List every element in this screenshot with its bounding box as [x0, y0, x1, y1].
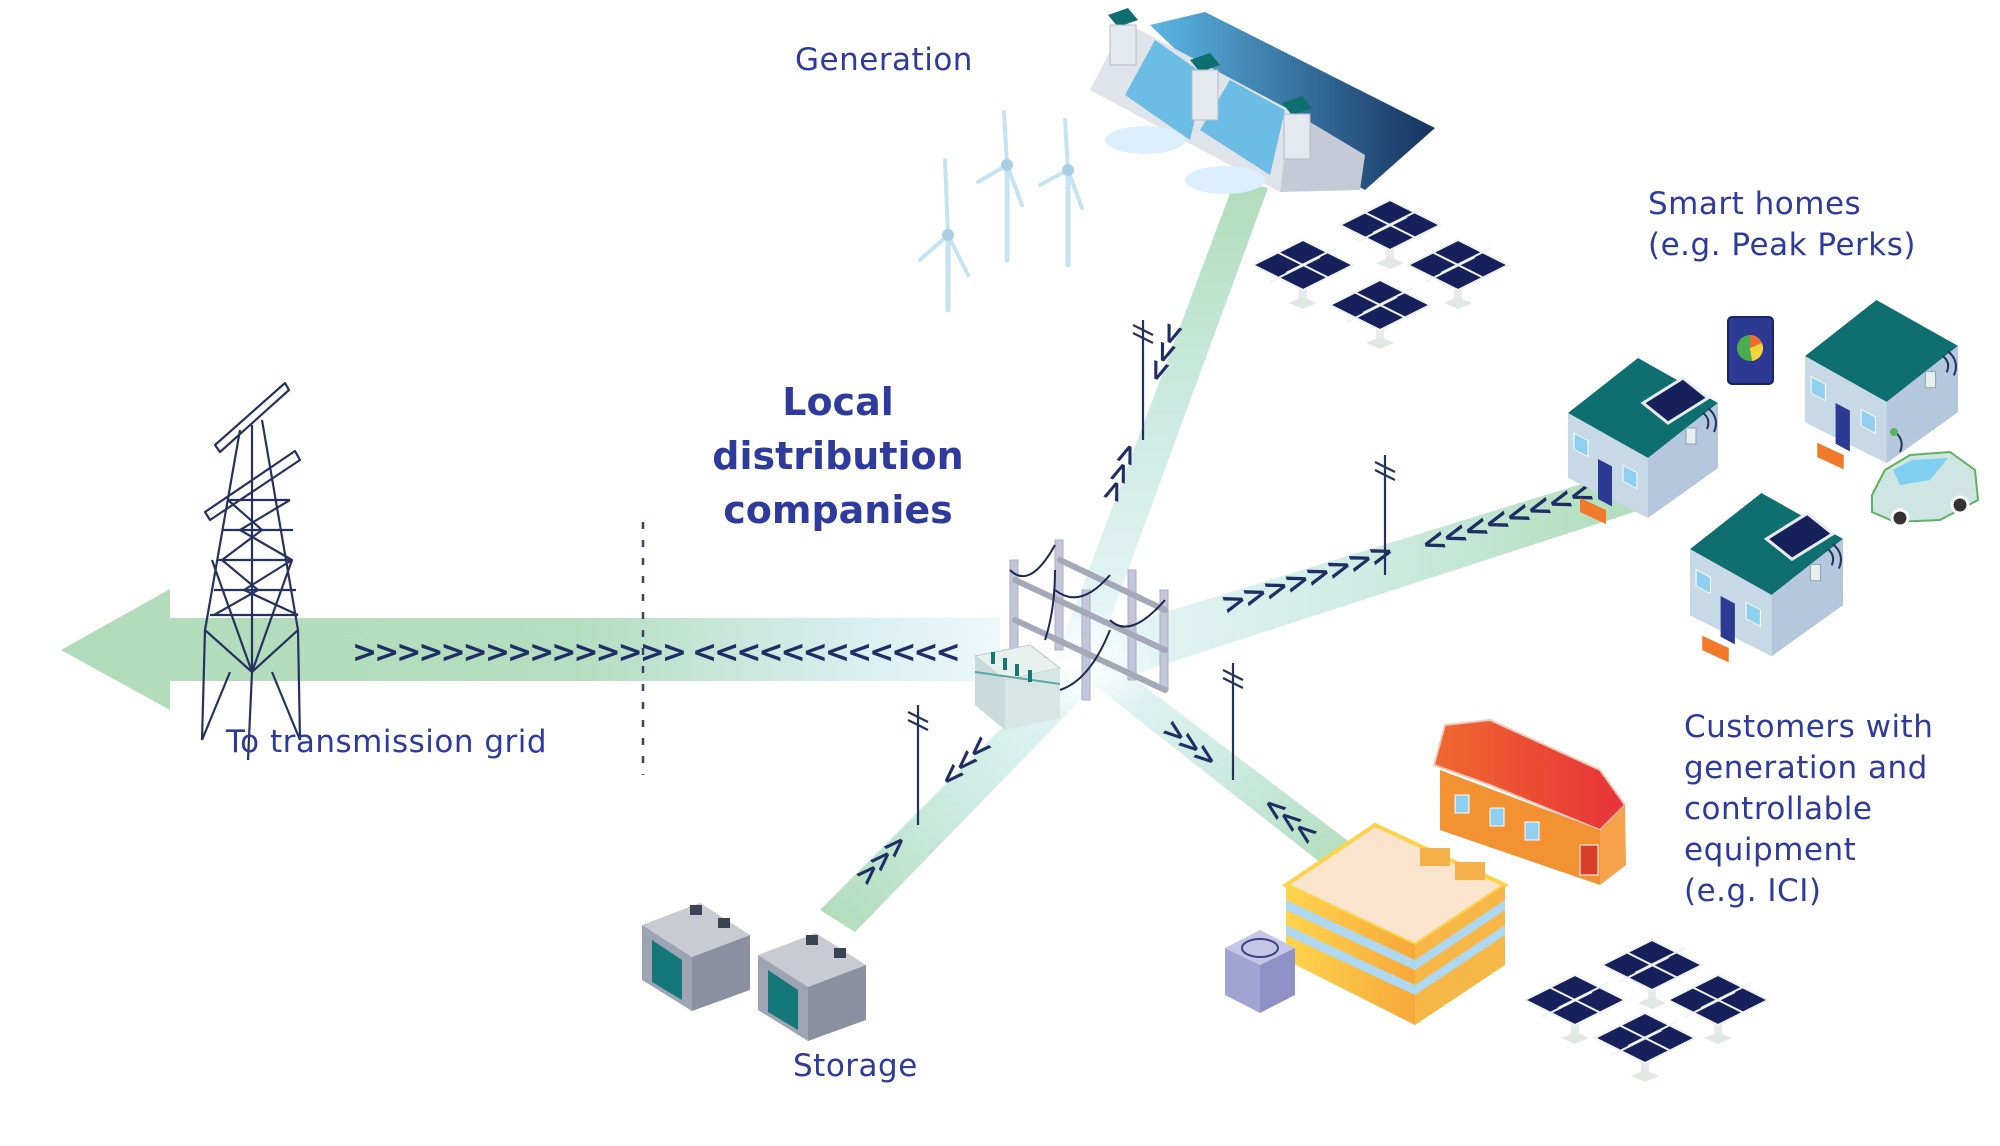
customers-label-line-1: Customers with [1684, 709, 1934, 745]
smart-homes-label-line-2: (e.g. Peak Perks) [1648, 227, 1916, 263]
batteries-icon [642, 903, 866, 1041]
customers-label-line-5: (e.g. ICI) [1684, 873, 1822, 909]
smart-homes-flow-beam [1075, 472, 1640, 690]
storage-flow-beam [820, 665, 1100, 932]
solar-panel-icon [1405, 238, 1511, 309]
customers-label: Customers with generation and controllab… [1684, 707, 1933, 912]
storage-label: Storage [793, 1048, 918, 1084]
solar-panel-icon [1592, 1011, 1698, 1082]
customers-flow-beam [1075, 660, 1360, 870]
generation-label: Generation [795, 42, 973, 78]
wind-turbine-icon [1038, 118, 1084, 268]
customers-label-line-3: controllable [1684, 791, 1873, 827]
utility-pole-icon [1222, 663, 1244, 780]
solar-panel-icon [1522, 973, 1628, 1044]
smart-home-icon [1805, 300, 1958, 470]
tablet-icon [1727, 316, 1774, 385]
generation-flow-beam [1055, 180, 1268, 660]
utility-poles [907, 320, 1396, 825]
solar-farm-generation-icon [1250, 198, 1511, 349]
barn-icon [1432, 718, 1627, 885]
wind-turbine-icon [918, 158, 970, 313]
solar-panel-icon [1599, 938, 1705, 1009]
smart-home-icon [1690, 493, 1843, 663]
customers-label-line-2: generation and [1684, 750, 1928, 786]
substation-icon [973, 539, 1169, 730]
hydro-dam-icon [1090, 8, 1435, 194]
customers-label-line-4: equipment [1684, 832, 1857, 868]
wind-turbines-icon [918, 110, 1084, 313]
transmission-grid-label: To transmission grid [226, 724, 548, 760]
title-line-2: distribution [712, 434, 964, 478]
solar-panel-icon [1665, 973, 1771, 1044]
battery-icon [758, 933, 866, 1041]
battery-icon [642, 903, 750, 1011]
title-line-3: companies [723, 488, 953, 532]
electric-car-icon [1871, 428, 1980, 528]
smart-home-icon [1568, 358, 1718, 524]
solar-panel-icon [1327, 278, 1433, 349]
solar-farm-customers-icon [1522, 938, 1771, 1082]
wind-turbine-icon [976, 110, 1024, 263]
title-line-1: Local [782, 380, 894, 424]
flow-beams [61, 180, 1640, 932]
utility-pole-icon [1374, 455, 1396, 575]
office-building-icon [1281, 822, 1510, 1025]
utility-pole-icon [907, 705, 929, 825]
solar-panel-icon [1337, 198, 1443, 269]
chevrons-from-transmission: <<<<<<<<<<<< [692, 635, 958, 670]
utility-pole-icon [1132, 320, 1154, 440]
smart-homes-label-line-1: Smart homes [1648, 186, 1862, 222]
chevrons-to-transmission: >>>>>>>>>>>>>>> [352, 635, 684, 670]
smart-homes-icon [1568, 300, 1958, 663]
solar-panel-icon [1250, 238, 1356, 309]
page-title: Local distribution companies [698, 375, 978, 537]
hvac-unit-icon [1225, 930, 1295, 1013]
smart-homes-label: Smart homes (e.g. Peak Perks) [1648, 184, 1916, 266]
transmission-tower-icon [200, 381, 302, 761]
